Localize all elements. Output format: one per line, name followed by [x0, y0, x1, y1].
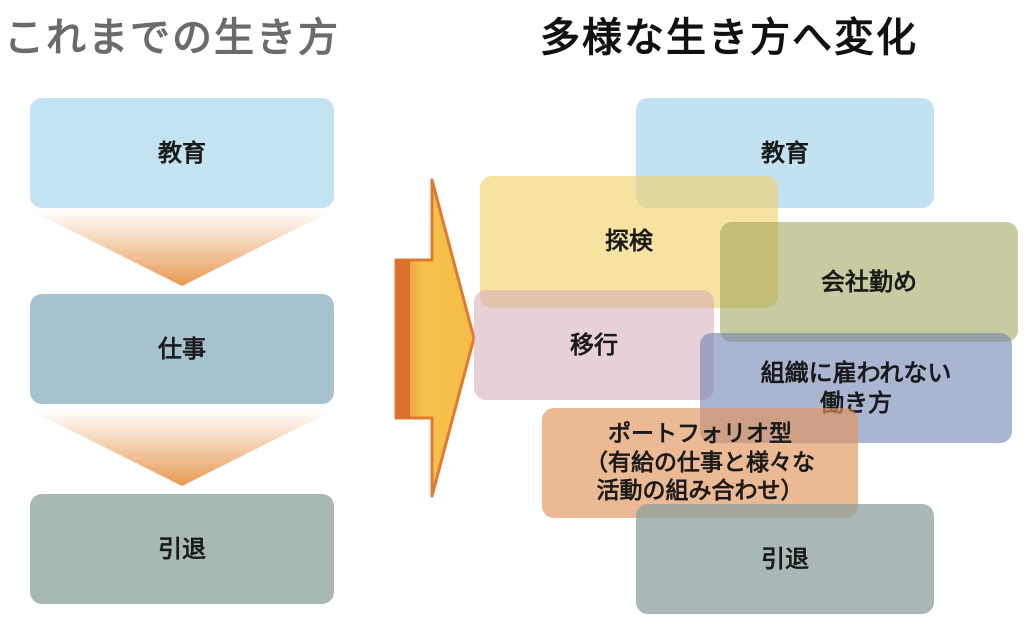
- traditional-work-stage: 仕事: [30, 294, 334, 404]
- down-chevron-icon: [30, 410, 334, 486]
- transition-label: 移行: [570, 331, 618, 359]
- traditional-life-title: これまでの生き方: [4, 15, 340, 61]
- traditional-education-label: 教育: [158, 139, 206, 167]
- company-employment-label: 会社勤め: [821, 268, 917, 296]
- independent-work-label-line1: 組織に雇われない: [760, 359, 952, 387]
- portfolio-label-line1: ポートフォリオ型: [608, 420, 792, 447]
- right-arrow-icon: [394, 178, 476, 498]
- diverse-life-title: 多様な生き方へ変化: [540, 15, 918, 61]
- down-chevron-icon: [30, 210, 334, 286]
- diverse-education-label: 教育: [761, 139, 809, 167]
- portfolio-label-line2: （有給の仕事と様々な: [585, 449, 815, 476]
- diverse-retirement-label: 引退: [761, 545, 809, 573]
- traditional-retirement-label: 引退: [158, 535, 206, 563]
- traditional-retirement-stage: 引退: [30, 494, 334, 604]
- exploration-label: 探検: [605, 227, 653, 255]
- transition-stage: 移行: [474, 290, 714, 400]
- portfolio-label-line3: 活動の組み合わせ）: [596, 478, 804, 505]
- traditional-education-stage: 教育: [30, 98, 334, 208]
- traditional-work-label: 仕事: [158, 335, 206, 363]
- company-employment-stage: 会社勤め: [720, 222, 1018, 342]
- portfolio-stage: ポートフォリオ型 （有給の仕事と様々な 活動の組み合わせ）: [542, 408, 858, 518]
- diverse-retirement-stage: 引退: [636, 504, 934, 614]
